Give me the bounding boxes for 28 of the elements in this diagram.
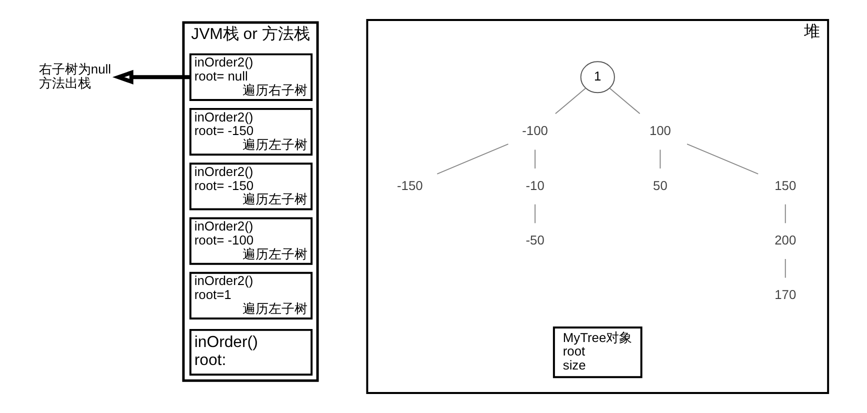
node-text: 150 [774,178,796,193]
connector [608,88,640,114]
node-box: inOrder2() root=1 遍历左子树 [188,272,312,320]
node-text: 200 [774,232,796,248]
node-circle: 1 [580,61,614,94]
node-box: inOrder2() root= null 遍历右子树 [188,53,312,101]
node-text: -10 [525,178,544,193]
connector [436,144,508,174]
node-text: -50 [525,232,544,248]
node-text: 170 [774,287,796,302]
node-box: MyTree对象 root size [552,326,642,378]
node-box: inOrder() root: [188,328,312,376]
node-box: inOrder2() root= -100 遍历左子树 [188,217,312,265]
node-box: inOrder2() root= -150 遍历左子树 [188,108,312,156]
connector [659,149,660,169]
connector [554,88,586,114]
node-text: -100 [522,123,548,138]
connector [534,204,536,224]
node-text: 右子树为null 方法出栈 [38,62,111,90]
node-text: 100 [648,123,670,138]
node-box: inOrder2() root= -150 遍历左子树 [188,162,312,210]
node-text: -150 [396,178,422,193]
connector [686,144,758,174]
arrow [112,70,190,84]
connector [784,204,786,224]
connector [784,258,786,278]
node-text: 50 [652,178,667,193]
connector [534,149,536,169]
